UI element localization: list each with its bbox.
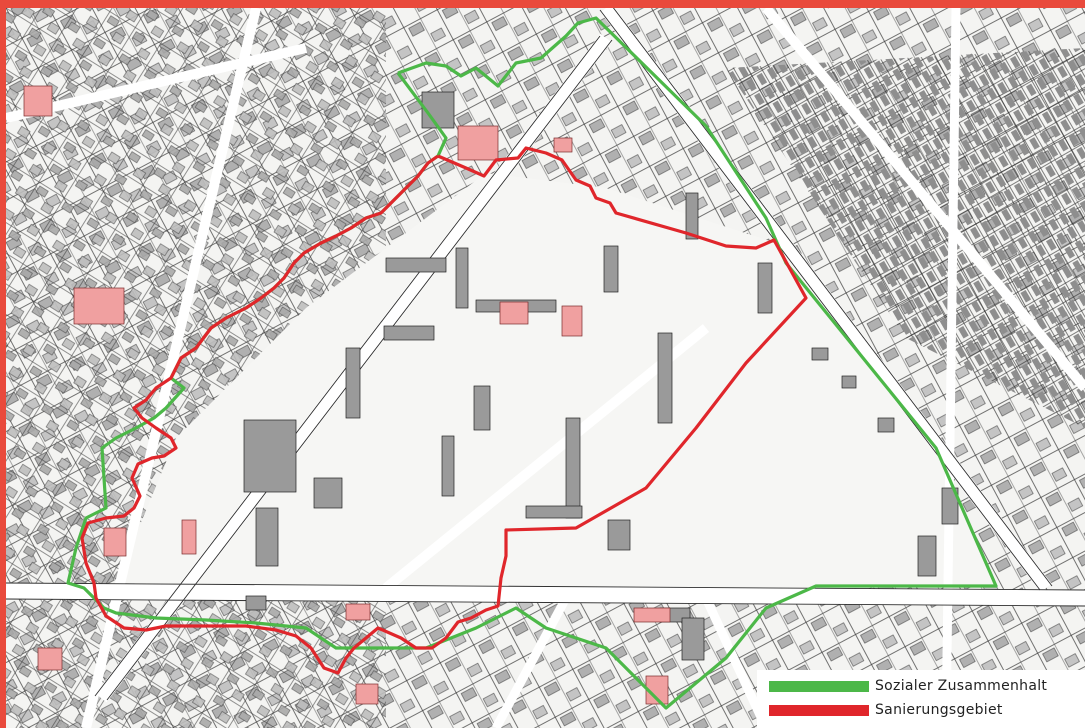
legend-item-sanierungsgebiet: Sanierungsgebiet [769, 699, 1003, 721]
legend-swatch-red [769, 704, 869, 716]
legend-swatch-green [769, 680, 869, 692]
buildings [243, 91, 959, 661]
legend-label: Sanierungsgebiet [875, 702, 1003, 718]
cadastral-map[interactable] [6, 8, 1085, 728]
boundary-sanierungsgebiet[interactable] [80, 146, 808, 675]
legend-item-sozialer-zusammenhalt: Sozialer Zusammenhalt [769, 675, 1047, 697]
map-canvas [6, 8, 1085, 728]
legend-label: Sozialer Zusammenhalt [875, 678, 1048, 694]
row-houses-east [726, 48, 1085, 428]
map-legend: Sozialer Zusammenhalt Sanierungsgebiet [757, 670, 1085, 728]
